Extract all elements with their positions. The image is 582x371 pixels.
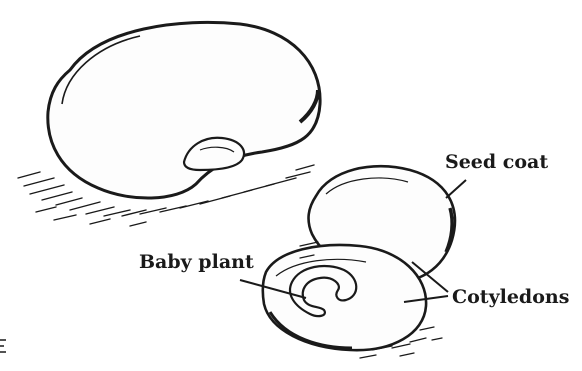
whole-bean-outline bbox=[48, 22, 320, 198]
label-seed-coat: Seed coat bbox=[445, 151, 548, 173]
scan-mark bbox=[0, 340, 6, 352]
whole-bean bbox=[48, 22, 320, 198]
label-baby-plant: Baby plant bbox=[139, 251, 254, 273]
label-cotyledons: Cotyledons bbox=[452, 286, 569, 308]
leader-seed-coat bbox=[446, 180, 466, 198]
